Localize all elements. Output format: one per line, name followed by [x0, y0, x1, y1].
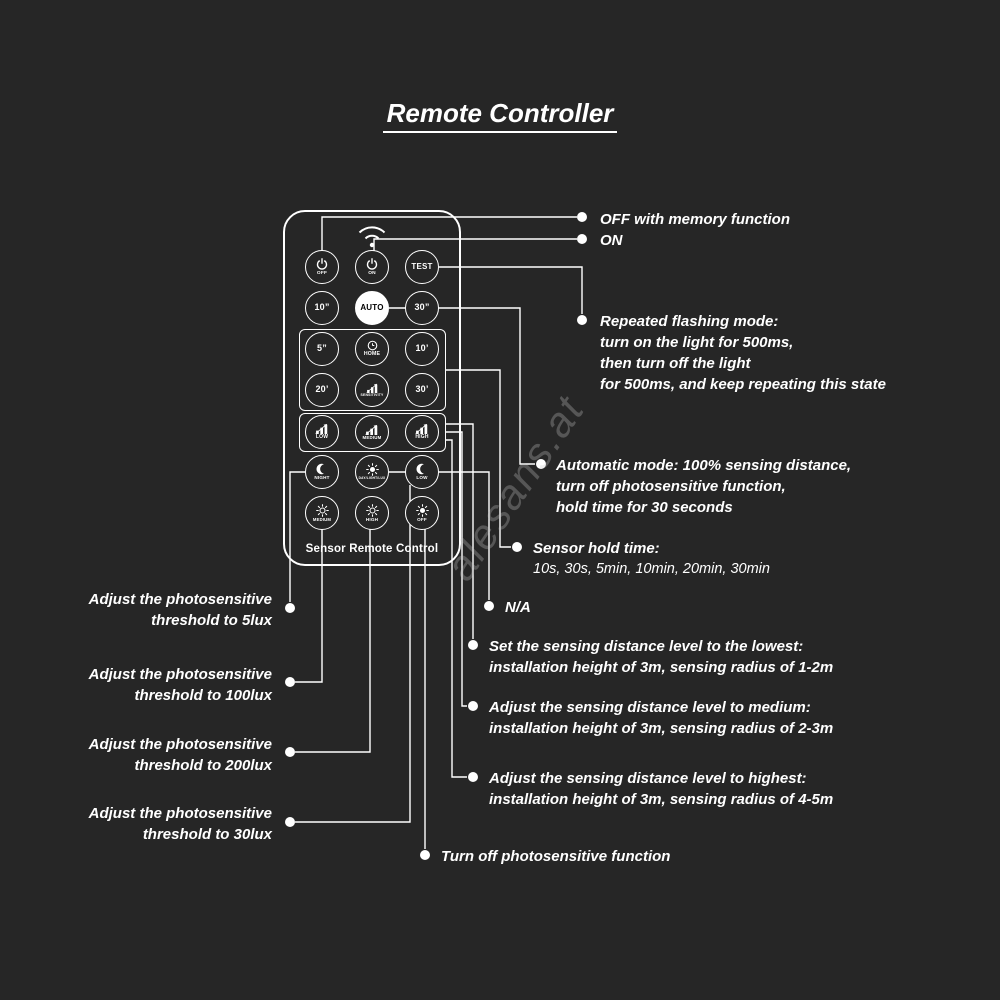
button-lux-high: HIGH — [355, 496, 389, 530]
annotation-automatic-mode: Automatic mode: 100% sensing distance, t… — [556, 457, 852, 516]
button-test: TEST — [405, 250, 439, 284]
button-distance-high: HIGH — [405, 415, 439, 449]
button-off-label: OFF — [316, 270, 328, 276]
button-distance-low-label: LOW — [315, 434, 329, 441]
signal-bars-icon — [365, 424, 378, 435]
annotation-threshold-30lux: Adjust the photosensitive threshold to 3… — [88, 805, 272, 843]
button-home-label: HOME — [363, 351, 381, 358]
button-sensitivity: SENSITIVITY — [355, 373, 389, 407]
button-lux-low-label: LOW — [416, 475, 428, 481]
button-distance-high-label: HIGH — [415, 434, 429, 441]
annotation-off-memory: OFF with memory function — [600, 211, 790, 228]
signal-bars-icon — [415, 423, 428, 435]
button-20min: 20’ — [305, 373, 339, 407]
button-photosensitive-off: OFF — [405, 496, 439, 530]
button-5-label: 5” — [317, 343, 327, 354]
annotation-distance-medium: Adjust the sensing distance level to med… — [489, 699, 834, 737]
button-10s-label: 10” — [314, 302, 330, 313]
signal-bars-icon — [315, 423, 328, 435]
button-night: NIGHT — [305, 455, 339, 489]
button-on-label: ON — [368, 270, 376, 276]
button-lux-medium-label: MEDIUM — [312, 516, 332, 522]
button-daylight: DAY/LIGHT/LUX — [355, 455, 389, 489]
button-auto-label: AUTO — [360, 302, 384, 312]
annotation-hold-time: Sensor hold time: 10s, 30s, 5min, 10min,… — [533, 538, 770, 580]
wifi-icon — [358, 226, 386, 248]
button-20min-label: 20’ — [315, 384, 329, 395]
sun-icon — [315, 503, 329, 517]
button-10min-label: 10’ — [415, 343, 429, 354]
button-lux-high-label: HIGH — [365, 516, 379, 522]
button-5: 5” — [305, 332, 339, 366]
button-off: OFF — [305, 250, 339, 284]
button-lux-low: LOW — [405, 455, 439, 489]
sun-icon — [365, 463, 379, 477]
button-10min: 10’ — [405, 332, 439, 366]
sun-icon — [415, 503, 429, 517]
moon-icon — [416, 463, 424, 475]
signal-bars-icon — [365, 383, 378, 393]
annotation-flashing-mode: Repeated flashing mode: turn on the ligh… — [600, 313, 886, 393]
button-distance-medium: MEDIUM — [355, 415, 389, 449]
annotation-distance-lowest: Set the sensing distance level to the lo… — [489, 638, 834, 676]
clock-icon — [367, 340, 377, 351]
button-home: HOME — [355, 332, 389, 366]
power-icon — [316, 258, 328, 270]
annotation-threshold-5lux: Adjust the photosensitive threshold to 5… — [88, 591, 272, 629]
sun-icon — [365, 503, 379, 517]
button-sensitivity-label: SENSITIVITY — [360, 392, 384, 397]
button-30min: 30’ — [405, 373, 439, 407]
annotation-threshold-100lux: Adjust the photosensitive threshold to 1… — [88, 666, 272, 704]
annotation-threshold-200lux: Adjust the photosensitive threshold to 2… — [88, 736, 272, 774]
button-30s: 30” — [405, 291, 439, 325]
page-title-wrap: Remote Controller — [0, 98, 1000, 133]
annotation-turn-off-photosensitive: Turn off photosensitive function — [441, 848, 671, 865]
button-test-label: TEST — [411, 261, 433, 271]
remote-footer-label: Sensor Remote Control — [305, 543, 439, 555]
power-icon — [366, 258, 378, 270]
button-distance-low: LOW — [305, 415, 339, 449]
button-auto: AUTO — [355, 291, 389, 325]
button-30min-label: 30’ — [415, 384, 429, 395]
moon-icon — [316, 463, 324, 475]
annotation-na: N/A — [505, 599, 531, 616]
button-10s: 10” — [305, 291, 339, 325]
button-daylight-label: DAY/LIGHT/LUX — [358, 476, 386, 481]
button-lux-medium: MEDIUM — [305, 496, 339, 530]
page-title: Remote Controller — [382, 98, 618, 133]
button-distance-medium-label: MEDIUM — [362, 434, 382, 440]
annotation-hold-time-values: 10s, 30s, 5min, 10min, 20min, 30min — [533, 561, 770, 577]
button-photosensitive-off-label: OFF — [417, 516, 427, 522]
annotation-on: ON — [600, 232, 623, 249]
annotation-distance-highest: Adjust the sensing distance level to hig… — [489, 770, 834, 808]
button-night-label: NIGHT — [314, 475, 330, 481]
button-30s-label: 30” — [414, 302, 430, 313]
button-on: ON — [355, 250, 389, 284]
